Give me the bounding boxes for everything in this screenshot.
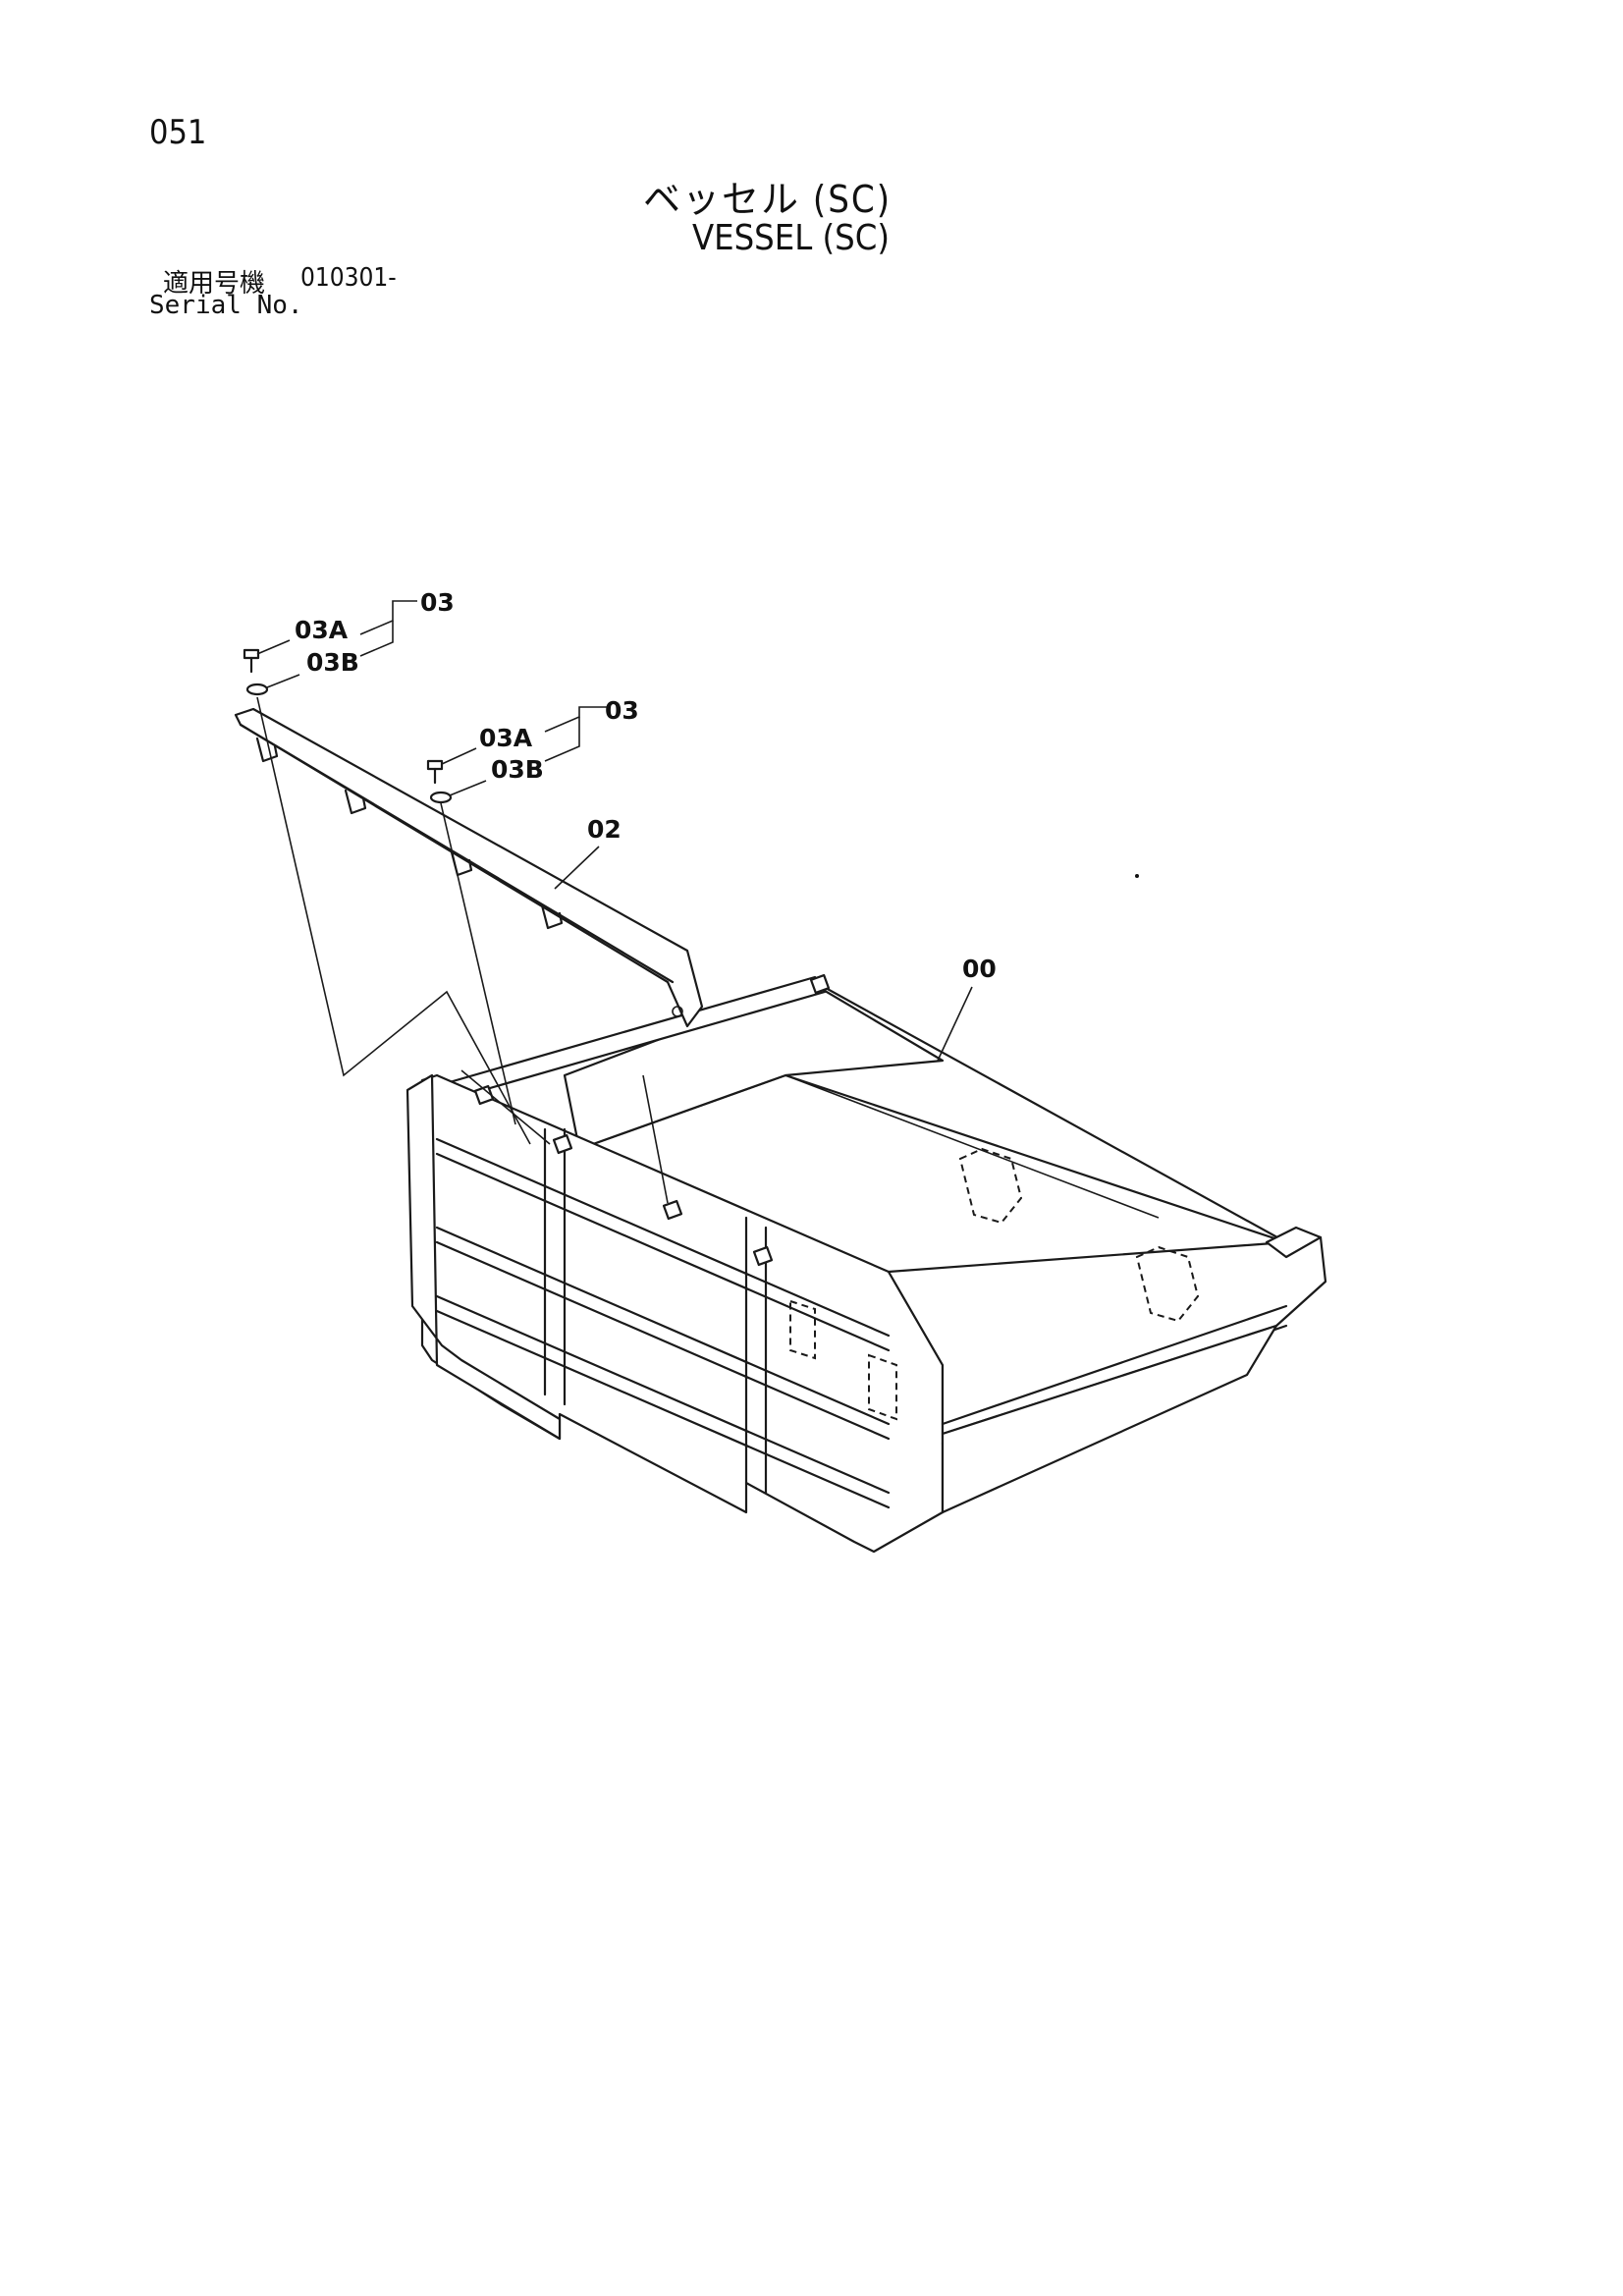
rail-lug-3 [662,1199,683,1221]
scan-speck [1135,874,1139,878]
side-wall-rib-1 [941,1304,1288,1426]
callout-03A-right: 03A [479,724,533,752]
corner-bracket-hidden [868,1353,897,1421]
floor-seam [784,1074,1160,1219]
callout-03-right: 03 [605,696,639,725]
right-bolt-head [426,759,444,771]
installation-lines [256,696,669,1204]
rail-end-hole [672,1006,683,1017]
right-washer [429,791,453,804]
leader-03A-right [441,747,477,765]
left-washer [245,683,269,696]
callout-03-left: 03 [420,588,455,617]
leader-03B-left [266,674,300,688]
rail-lower-edge [239,723,675,984]
callout-03A-left: 03A [295,616,349,644]
serial-number-value: 010301- [300,263,397,293]
rail-lug-1 [473,1084,495,1106]
left-fastener-group [243,648,269,696]
leader-03A-left [256,639,291,655]
hinge-bracket-hidden-1 [958,1147,1023,1225]
guard-bar-2b [435,1240,891,1441]
guard-bar-2 [435,1226,891,1426]
rail-bracket-4 [540,903,564,930]
leader-03-right-bottom [544,717,580,762]
callout-02: 02 [587,815,622,844]
rail-bar [234,707,704,1028]
rail-lug-2 [552,1133,573,1155]
page-number: 051 [149,113,207,152]
right-lower-skirt [941,1324,1278,1514]
left-end-plate [406,1073,562,1441]
guard-bar-1 [435,1137,891,1338]
leader-03-right-top [544,706,609,733]
side-bracket-hidden [789,1299,816,1360]
serial-label-english: Serial No. [149,291,303,320]
guard-bar-3 [435,1294,891,1495]
guard-bar-3b [435,1309,891,1509]
callout-00: 00 [962,955,997,983]
guard-bar-1b [435,1152,891,1352]
right-top-lug [1265,1226,1323,1259]
rail-bracket-1 [255,737,279,763]
leader-03B-right [449,780,487,796]
title-english: VESSEL (SC) [692,218,890,258]
left-bolt-head [243,648,260,660]
rail-lug-4 [752,1245,774,1267]
vessel-top-edge-right [813,980,1288,1244]
leader-03-left-top [359,600,417,635]
rail-bracket-2 [344,789,367,815]
callout-03B-left: 03B [306,648,359,677]
leader-00 [937,986,973,1062]
right-fastener-group [426,759,453,804]
title-japanese: ベッセル (SC) [643,178,893,221]
serial-label-japanese: 適用号機 [163,269,266,299]
leader-02 [554,846,600,890]
rail-assembly [234,707,704,1028]
callout-03B-right: 03B [491,755,544,784]
rail-to-vessel-line [642,1074,669,1204]
right-install-line-b [460,1069,551,1145]
leader-lines [256,600,973,1062]
hinge-bracket-hidden-2 [1135,1245,1200,1323]
leader-03-left-bottom [359,621,394,657]
vessel-body [406,973,1327,1554]
left-install-line [256,696,531,1145]
right-install-line-a [440,802,516,1125]
rear-top-lug [809,973,831,995]
